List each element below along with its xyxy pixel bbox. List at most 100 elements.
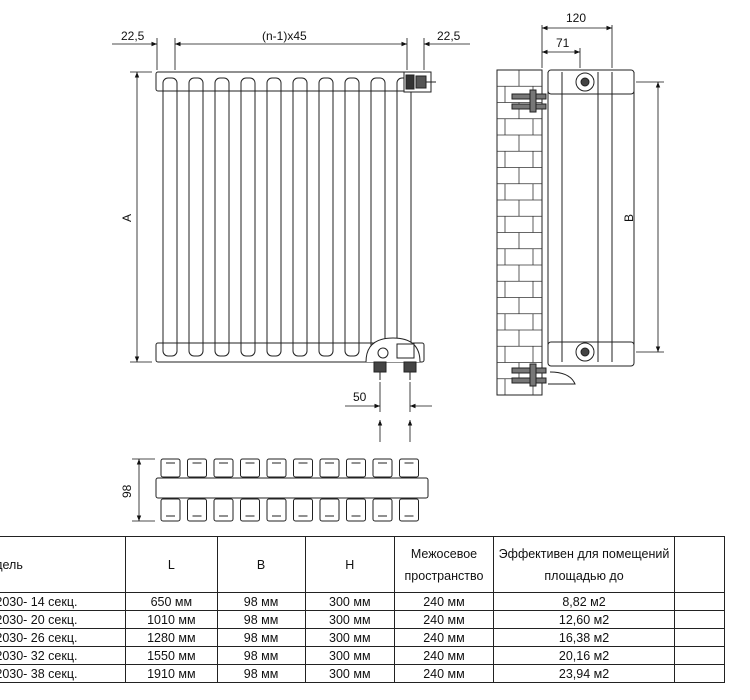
- table-row: VC2030- 20 секц. 1010 мм 98 мм 300 мм 24…: [0, 610, 725, 629]
- section-bottom: [346, 498, 366, 522]
- bottom-connection: [365, 337, 421, 380]
- section-bottom: [293, 498, 313, 522]
- header-extra: [674, 536, 725, 593]
- cell-extra: [674, 664, 725, 683]
- cell-L: 1280 мм: [125, 628, 218, 647]
- dim-pitch: (n-1)x45: [262, 29, 307, 43]
- dim-depth-98: 98: [120, 484, 134, 498]
- cell-extra: [674, 646, 725, 665]
- cell-extra: [674, 592, 725, 611]
- header-spacing-line1: Межосевое: [410, 546, 478, 561]
- cell-B: 98 мм: [216, 664, 306, 683]
- cell-model: VC2030- 20 секц.: [0, 610, 127, 629]
- dim-right-margin: 22,5: [437, 29, 461, 43]
- tube: [396, 77, 412, 357]
- tube: [266, 77, 282, 357]
- tube: [214, 77, 230, 357]
- tube: [344, 77, 360, 357]
- section-top: [372, 458, 393, 478]
- dim-height-B: B: [622, 214, 636, 222]
- tube: [370, 77, 386, 357]
- header-area-line1: Эффективен для помещений: [498, 546, 670, 561]
- cell-L: 1910 мм: [125, 664, 218, 683]
- section-top: [240, 458, 260, 478]
- header-area: Эффективен для помещений площадью до: [492, 536, 676, 593]
- dim-depth-total: 120: [566, 11, 586, 25]
- radiator-tubes: [162, 77, 412, 357]
- cell-H: 300 мм: [304, 628, 395, 647]
- table-row: VC2030- 32 секц. 1550 мм 98 мм 300 мм 24…: [0, 646, 725, 665]
- cell-spacing: 240 мм: [393, 592, 495, 611]
- header-B: B: [216, 536, 306, 593]
- cell-L: 650 мм: [125, 592, 218, 611]
- front-dimensions: [112, 38, 470, 442]
- side-view: [496, 69, 635, 396]
- section-bottom: [319, 498, 340, 522]
- table-row: VC2030- 14 секц. 650 мм 98 мм 300 мм 240…: [0, 592, 725, 611]
- cell-area: 20,16 м2: [492, 646, 676, 665]
- cell-H: 300 мм: [304, 592, 395, 611]
- cell-model: VC2030- 38 секц.: [0, 664, 127, 683]
- technical-drawing: 22,5 (n-1)x45 22,5 A 50: [112, 11, 664, 522]
- top-sections: [160, 458, 419, 522]
- section-bottom: [372, 498, 393, 522]
- header-spacing: Межосевое пространство: [393, 536, 495, 593]
- section-top: [399, 458, 419, 478]
- bracket-top: [511, 89, 547, 113]
- cell-spacing: 240 мм: [393, 610, 495, 629]
- cell-L: 1550 мм: [125, 646, 218, 665]
- section-top: [266, 458, 287, 478]
- cell-B: 98 мм: [216, 592, 306, 611]
- section-top: [187, 458, 207, 478]
- bracket-bottom: [511, 363, 547, 387]
- header-area-line2: площадью до: [544, 568, 624, 583]
- section-bottom: [266, 498, 287, 522]
- pipe-bottom-circle: [575, 342, 595, 362]
- cell-B: 98 мм: [216, 628, 306, 647]
- cell-extra: [674, 610, 725, 629]
- pipe-top-circle: [575, 72, 595, 92]
- table-row: VC2030- 26 секц. 1280 мм 98 мм 300 мм 24…: [0, 628, 725, 647]
- cell-H: 300 мм: [304, 610, 395, 629]
- section-top: [213, 458, 234, 478]
- cell-area: 23,94 м2: [492, 664, 676, 683]
- cell-area: 16,38 м2: [492, 628, 676, 647]
- top-dimensions: [132, 458, 155, 522]
- tube: [318, 77, 334, 357]
- cell-B: 98 мм: [216, 646, 306, 665]
- dim-height-A: A: [120, 214, 134, 222]
- cell-B: 98 мм: [216, 610, 306, 629]
- section-top: [319, 458, 340, 478]
- side-dimensions: [541, 25, 664, 353]
- cell-H: 300 мм: [304, 646, 395, 665]
- section-bottom: [399, 498, 419, 522]
- cell-spacing: 240 мм: [393, 664, 495, 683]
- tube: [240, 77, 256, 357]
- section-top: [160, 458, 181, 478]
- header-L: L: [125, 536, 218, 593]
- header-H: H: [304, 536, 395, 593]
- cell-area: 8,82 м2: [492, 592, 676, 611]
- header-model: Модель: [0, 536, 127, 593]
- section-top: [346, 458, 366, 478]
- top-view: [155, 458, 429, 522]
- tube: [188, 77, 204, 357]
- section-bottom: [213, 498, 234, 522]
- spec-table: Модель L B H Межосевое пространство Эффе…: [0, 536, 725, 683]
- section-bottom: [187, 498, 207, 522]
- dim-connection: 50: [353, 390, 367, 404]
- section-bottom: [240, 498, 260, 522]
- cell-H: 300 мм: [304, 664, 395, 683]
- cell-spacing: 240 мм: [393, 646, 495, 665]
- cell-model: VC2030- 26 секц.: [0, 628, 127, 647]
- cell-model: VC2030- 32 секц.: [0, 646, 127, 665]
- cell-model: VC2030- 14 секц.: [0, 592, 127, 611]
- table-header-row: Модель L B H Межосевое пространство Эффе…: [0, 536, 725, 593]
- tube: [162, 77, 178, 357]
- dim-depth-wall: 71: [556, 36, 570, 50]
- tube: [292, 77, 308, 357]
- section-top: [293, 458, 313, 478]
- header-spacing-line2: пространство: [404, 568, 484, 583]
- cell-L: 1010 мм: [125, 610, 218, 629]
- cell-extra: [674, 628, 725, 647]
